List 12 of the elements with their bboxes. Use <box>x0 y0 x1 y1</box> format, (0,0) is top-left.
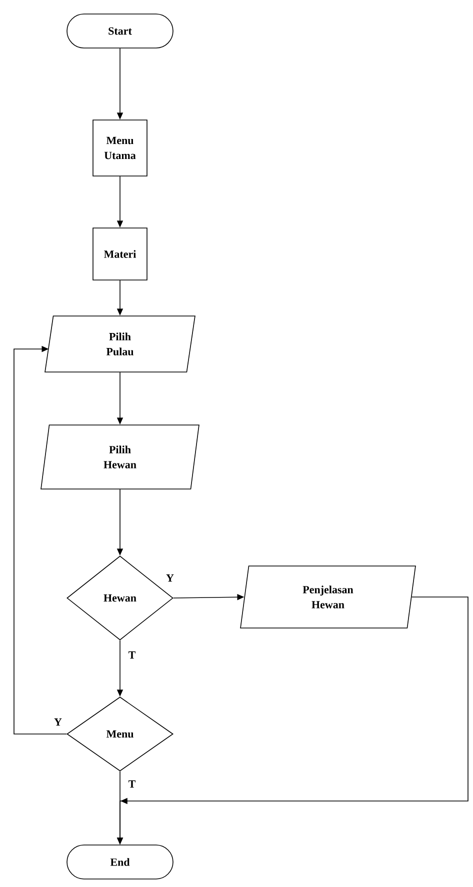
input-parallelogram: Pilih Pulau <box>44 316 196 372</box>
input-parallelogram: Pilih Hewan <box>40 424 200 490</box>
output-parallelogram: Penjelasan Hewan <box>240 566 416 628</box>
edge-label: Y <box>165 573 175 583</box>
start-terminator: Start <box>66 14 174 48</box>
process-box: Menu Utama <box>92 120 148 176</box>
edge-label: Y <box>53 717 63 727</box>
end-terminator: End <box>66 844 174 880</box>
edge-label: T <box>127 779 137 789</box>
edge-label: T <box>127 650 137 660</box>
arrow <box>14 346 67 734</box>
process-box: Materi <box>92 228 148 280</box>
